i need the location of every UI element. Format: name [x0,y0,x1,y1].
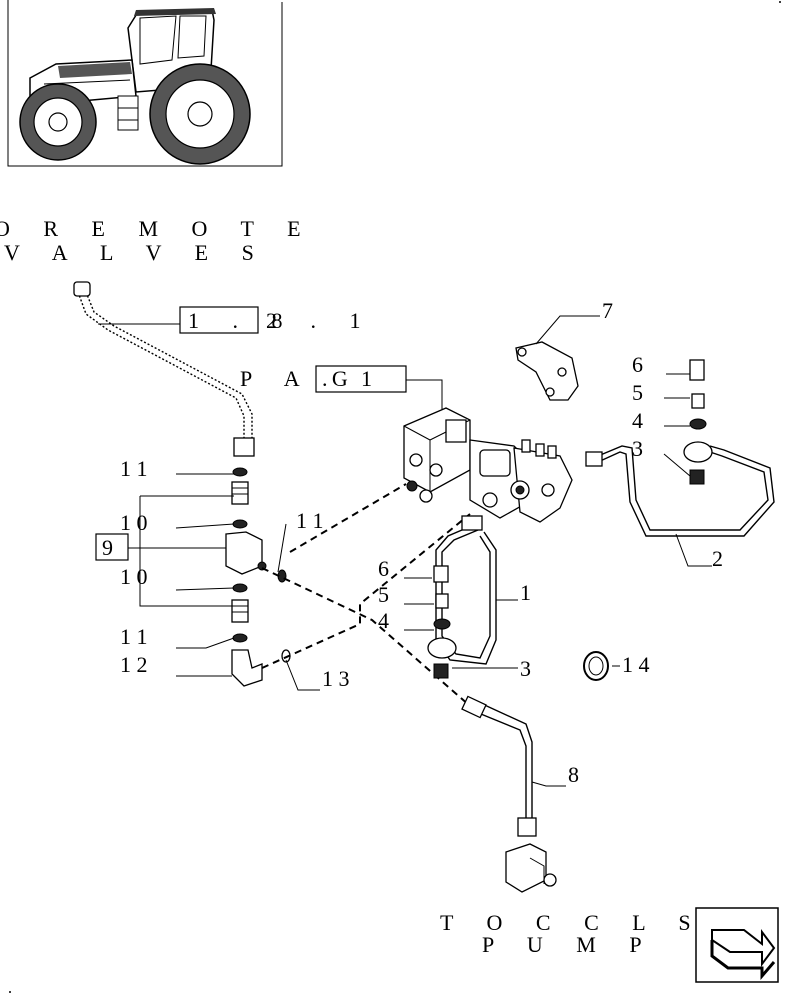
callout-11-a: 1 1 [120,456,148,481]
pipe-8: 8 [461,695,579,893]
pipe-1: 1 [435,515,531,665]
remote-valves-heading-2: V A L V E S [4,240,268,265]
banjo-fitting-center: 6 5 4 3 [378,556,531,681]
callout-3-right: 3 [632,436,643,461]
callout-6-right: 6 [632,352,643,377]
page-reference-pag-1: P A G . 1 [240,365,443,410]
callout-2: 2 [712,546,723,571]
svg-text:2 . 1: 2 . 1 [266,308,375,333]
svg-text:. 1: . 1 [322,366,386,391]
callout-6-center: 6 [378,556,389,581]
callout-8: 8 [568,762,579,787]
control-valve-assembly [403,407,573,523]
callout-11-c: 1 1 [296,508,324,533]
left-fitting-stack: 9 1 1 1 0 1 0 1 1 1 2 1 1 1 3 [95,456,350,691]
callout-3-center: 3 [520,656,531,681]
ccls-pump-heading-1: T O C C L S [440,910,705,935]
callout-1: 1 [520,580,531,605]
group-9-label: 9 [102,535,113,560]
callout-4-center: 4 [378,608,389,633]
tractor-thumbnail [7,0,283,167]
svg-text:1 . 8: 1 . 8 [188,308,297,333]
callout-10-a: 1 0 [120,510,148,535]
tractor-icon [19,8,251,165]
callout-13: 1 3 [322,666,350,691]
pipe-to-remote-valves [73,281,255,457]
callout-5-center: 5 [378,582,389,607]
callout-7: 7 [602,298,613,323]
clip-14: 1 4 [583,651,650,681]
callout-12: 1 2 [120,652,148,677]
next-page-arrow-icon[interactable] [695,907,779,983]
callout-10-b: 1 0 [120,564,148,589]
remote-valves-heading-1: O R E M O T E [0,216,315,241]
banjo-fitting-right: 6 5 4 3 [632,352,713,485]
ccls-pump-heading-2: P U M P [482,932,656,957]
callout-11-b: 1 1 [120,624,148,649]
callout-14: 1 4 [622,652,650,677]
callout-4-right: 4 [632,408,643,433]
callout-5-right: 5 [632,380,643,405]
reference-1-8-2-1: 1 . 8 2 . 1 [98,306,375,334]
bracket-7: 7 [515,298,613,401]
pipe-2: 2 [585,445,775,571]
svg-text:P A G: P A G [240,366,362,391]
